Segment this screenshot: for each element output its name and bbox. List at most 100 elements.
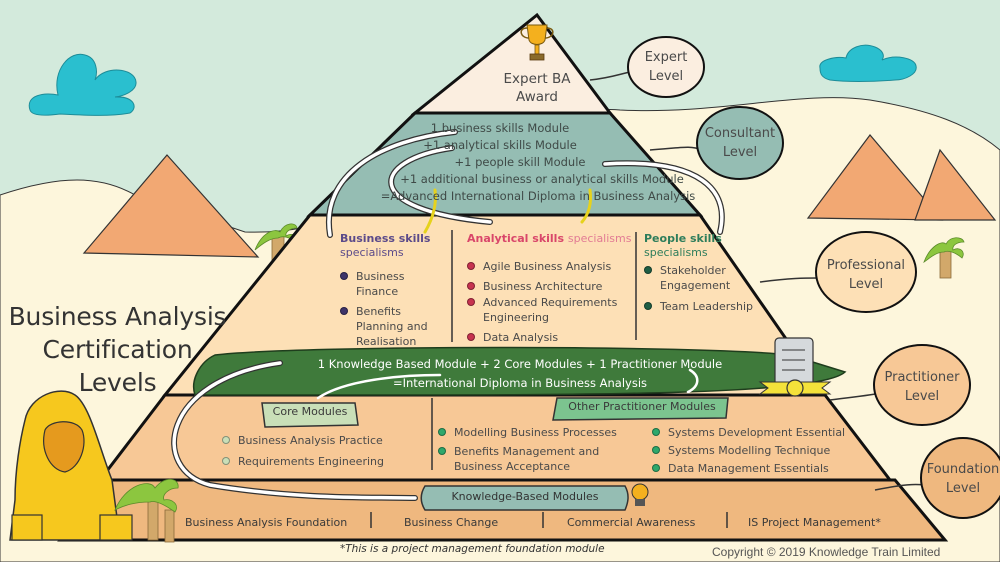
professional-level-bubble bbox=[759, 231, 917, 313]
award-line: Expert BA bbox=[503, 71, 571, 87]
palm-tree-right bbox=[923, 237, 965, 279]
list-item: Business Analysis Practice bbox=[222, 433, 384, 448]
item-text: Agile Business Analysis bbox=[483, 260, 612, 273]
level-label-line: Practitioner bbox=[884, 370, 960, 385]
item-text: Engagement bbox=[660, 279, 731, 292]
bullet-icon bbox=[652, 446, 660, 454]
lightbulb-icon bbox=[631, 483, 649, 506]
other-modules-list-right: Systems Development Essential Systems Mo… bbox=[652, 425, 845, 476]
bullet-icon bbox=[644, 302, 652, 310]
consultant-requirement: +1 additional business or analytical ski… bbox=[400, 172, 684, 186]
level-label-line: Level bbox=[722, 145, 758, 160]
item-text: Modelling Business Processes bbox=[454, 426, 617, 439]
item-text: Stakeholder bbox=[660, 264, 726, 277]
award-line: Award bbox=[516, 89, 558, 105]
level-label-line: Level bbox=[648, 69, 684, 84]
heading-sub-text: specialisms bbox=[567, 232, 632, 245]
people-skills-heading: People skills bbox=[644, 232, 722, 245]
item-text: Requirements Engineering bbox=[238, 455, 384, 468]
bullet-icon bbox=[644, 266, 652, 274]
title-line: Levels bbox=[78, 368, 157, 397]
list-item: Agile Business Analysis bbox=[467, 259, 631, 274]
item-text: Business Analysis Practice bbox=[238, 434, 383, 447]
consultant-requirement: 1 business skills Module bbox=[430, 121, 570, 135]
list-item: Requirements Engineering bbox=[222, 454, 384, 469]
footnote: *This is a project management foundation… bbox=[340, 543, 605, 555]
consultant-level-bubble bbox=[649, 106, 784, 180]
expert-level-label: Expert Level bbox=[628, 48, 704, 86]
trophy-icon bbox=[520, 24, 554, 61]
consultant-diploma: =Advanced International Diploma in Busin… bbox=[380, 189, 696, 203]
bullet-icon bbox=[467, 282, 475, 290]
level-label-line: Level bbox=[904, 389, 940, 404]
item-text: Data Analysis bbox=[483, 331, 559, 344]
core-modules-pill bbox=[261, 402, 359, 428]
heading-text: Analytical skills bbox=[467, 232, 565, 245]
item-text: Realisation bbox=[356, 335, 417, 348]
knowledge-based-modules-label: Knowledge-Based Modules bbox=[451, 490, 599, 503]
cloud-right bbox=[819, 44, 917, 82]
background-pyramid-right-large bbox=[806, 134, 944, 221]
bullet-icon bbox=[652, 428, 660, 436]
foundation-module: Business Analysis Foundation bbox=[185, 516, 348, 529]
bullet-icon bbox=[222, 457, 230, 465]
expert-level-bubble bbox=[589, 36, 705, 98]
bullet-icon bbox=[652, 464, 660, 472]
bullet-icon bbox=[438, 447, 446, 455]
bullet-icon bbox=[340, 272, 348, 280]
title-line: Business Analysis bbox=[8, 302, 227, 331]
other-practitioner-modules-pill bbox=[552, 397, 729, 421]
item-text: Finance bbox=[356, 285, 399, 298]
practitioner-level-label: Practitioner Level bbox=[874, 368, 970, 406]
level-label-line: Foundation bbox=[926, 462, 1000, 477]
foundation-level-bubble bbox=[874, 437, 1000, 519]
level-label-line: Consultant bbox=[704, 126, 776, 141]
foundation-module: Business Change bbox=[404, 516, 499, 529]
item-text: Business Architecture bbox=[483, 280, 603, 293]
diagram-title: Business Analysis Certification Levels bbox=[0, 300, 235, 399]
expert-ba-award: Expert BA Award bbox=[487, 70, 587, 106]
expert-tier bbox=[410, 12, 613, 115]
item-text: Team Leadership bbox=[660, 300, 754, 313]
list-item: Modelling Business Processes bbox=[438, 425, 617, 440]
practitioner-diploma: =International Diploma in Business Analy… bbox=[392, 376, 648, 390]
background-pyramid-right-small bbox=[914, 148, 997, 221]
flow-arrows bbox=[171, 129, 725, 501]
item-text: Planning and bbox=[356, 320, 428, 333]
core-modules-list: Business Analysis Practice Requirements … bbox=[222, 433, 384, 469]
foundation-level-label: Foundation Level bbox=[921, 460, 1000, 498]
list-item: Data Management Essentials bbox=[652, 461, 845, 476]
item-text: Engineering bbox=[483, 311, 549, 324]
people-skills-subheading: specialisms bbox=[644, 246, 708, 259]
level-label-line: Level bbox=[945, 481, 981, 496]
cloud-left bbox=[28, 53, 137, 116]
item-text: Benefits Management and bbox=[454, 445, 600, 458]
list-item: Systems Development Essential bbox=[652, 425, 845, 440]
consultant-requirement: +1 analytical skills Module bbox=[423, 138, 577, 152]
bullet-icon bbox=[467, 262, 475, 270]
foundation-module: IS Project Management* bbox=[748, 516, 881, 529]
knowledge-based-modules-pill bbox=[420, 485, 629, 511]
item-text: Systems Development Essential bbox=[668, 426, 846, 439]
item-text: Business Acceptance bbox=[454, 460, 571, 473]
practitioner-level-bubble bbox=[829, 344, 971, 426]
list-item: Team Leadership bbox=[644, 299, 753, 314]
background-pyramid-left bbox=[82, 154, 260, 258]
consultant-requirement: +1 people skill Module bbox=[454, 155, 586, 169]
core-modules-label: Core Modules bbox=[272, 405, 348, 418]
sphinx-illustration bbox=[9, 390, 133, 541]
bullet-icon bbox=[222, 436, 230, 444]
item-text: Systems Modelling Technique bbox=[668, 444, 831, 457]
bullet-icon bbox=[467, 333, 475, 341]
business-skills-subheading: specialisms bbox=[340, 246, 404, 259]
item-text: Data Management Essentials bbox=[668, 462, 829, 475]
copyright: Copyright © 2019 Knowledge Train Limited bbox=[712, 545, 941, 559]
